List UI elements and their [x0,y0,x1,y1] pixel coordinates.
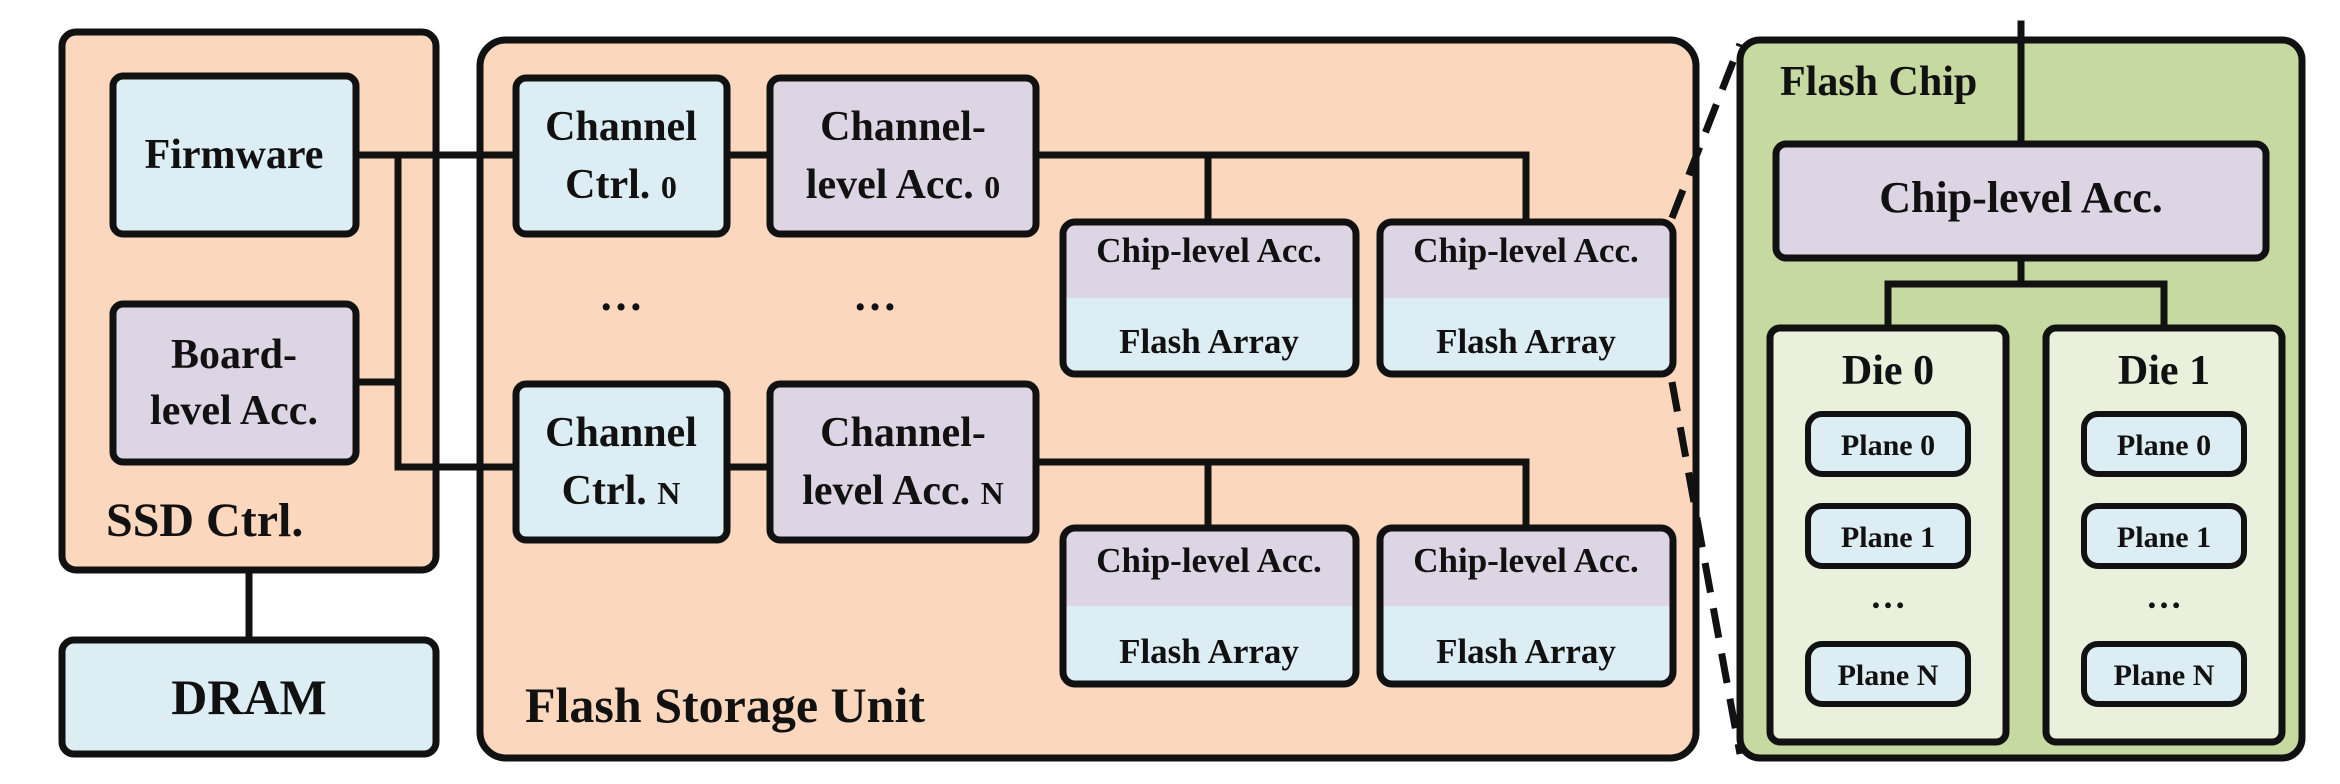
chip-nb-box [1376,524,1677,688]
chip-0b-acc-label: Chip-level Acc. [1413,231,1639,270]
board-level-acc-line1: Board- [171,332,297,378]
channel-n: Channel Ctrl. N Channel- level Acc. N Ch… [512,380,1677,688]
dram-label: DRAM [171,669,327,725]
chip-nb-acc-label: Chip-level Acc. [1413,541,1639,580]
chip-na: Chip-level Acc. Flash Array [1059,524,1360,688]
channel-ctrl-0-box [512,74,731,238]
board-level-acc-line2: level Acc. [150,388,318,434]
die-0-plane-1-label: Plane 1 [1841,521,1935,554]
channel-ctrl-0-line1: Channel [545,104,697,150]
die-1-plane-0-label: Plane 0 [2117,429,2211,462]
die-0: Die 0 Plane 0 Plane 1 … Plane N [1766,324,2010,746]
die-1: Die 1 Plane 0 Plane 1 … Plane N [2042,324,2286,746]
chip-nb: Chip-level Acc. Flash Array [1376,524,1677,688]
flash-chip-acc-label: Chip-level Acc. [1879,173,2163,222]
flash-storage-unit-title: Flash Storage Unit [525,677,925,733]
channel-ctrl-n-line2: Ctrl. N [562,468,681,514]
chip-0a-acc-label: Chip-level Acc. [1096,231,1322,270]
chip-0b: Chip-level Acc. Flash Array [1376,218,1677,378]
channel-0: Channel Ctrl. 0 Channel- level Acc. 0 Ch… [512,74,1677,378]
zoom-line-top [1668,42,1744,220]
die-0-plane-0-box [1805,411,1971,477]
channel-ctrl-n-line1: Channel [545,410,697,456]
die-0-plane-0-label: Plane 0 [1841,429,1935,462]
channel-ctrl-0-line2: Ctrl. 0 [565,162,677,208]
die-1-label: Die 1 [2118,348,2210,394]
channel-acc-ellipsis: … [853,271,897,320]
die-1-plane-1-label: Plane 1 [2117,521,2211,554]
zoom-indicator [1668,42,1744,755]
connectors [245,20,2168,644]
die-1-plane-1-box [2081,503,2247,569]
chip-0b-box [1376,218,1677,378]
zoom-line-bottom [1668,381,1744,755]
die-1-plane-ellipsis: … [2146,576,2182,616]
chip-nb-array-label: Flash Array [1436,632,1616,671]
chip-0b-array-label: Flash Array [1436,322,1616,361]
die-1-plane-n-label: Plane N [2114,659,2215,692]
die-1-plane-n-box [2081,641,2247,707]
channel-level-acc-n-line1: Channel- [820,410,986,456]
channel-level-acc-0-line1: Channel- [820,104,986,150]
channel-level-acc-0-box [766,74,1040,238]
die-0-label: Die 0 [1842,348,1934,394]
channel-ctrl-n-box [512,380,731,544]
channel-level-acc-0-line2: level Acc. 0 [806,162,1000,208]
firmware-label: Firmware [145,132,324,178]
die-1-plane-0-box [2081,411,2247,477]
flash-chip-acc-box [1772,140,2270,262]
chip-0a-box [1059,218,1360,378]
die-0-plane-1-box [1805,503,1971,569]
board-level-acc-box [109,300,360,466]
chip-0a-array-label: Flash Array [1119,322,1299,361]
channel-level-acc-n-line2: level Acc. N [802,468,1004,514]
ssd-ctrl-title: SSD Ctrl. [106,494,303,547]
die-0-plane-ellipsis: … [1870,576,1906,616]
die-0-plane-n-box [1805,641,1971,707]
chip-na-array-label: Flash Array [1119,632,1299,671]
channel-level-acc-n-box [766,380,1040,544]
channel-ctrl-ellipsis: … [599,271,643,320]
chip-na-box [1059,524,1360,688]
die-0-plane-n-label: Plane N [1838,659,1939,692]
flash-chip-title: Flash Chip [1780,59,1977,105]
firmware-box [109,72,360,238]
chip-na-acc-label: Chip-level Acc. [1096,541,1322,580]
chip-0a: Chip-level Acc. Flash Array [1059,218,1360,378]
